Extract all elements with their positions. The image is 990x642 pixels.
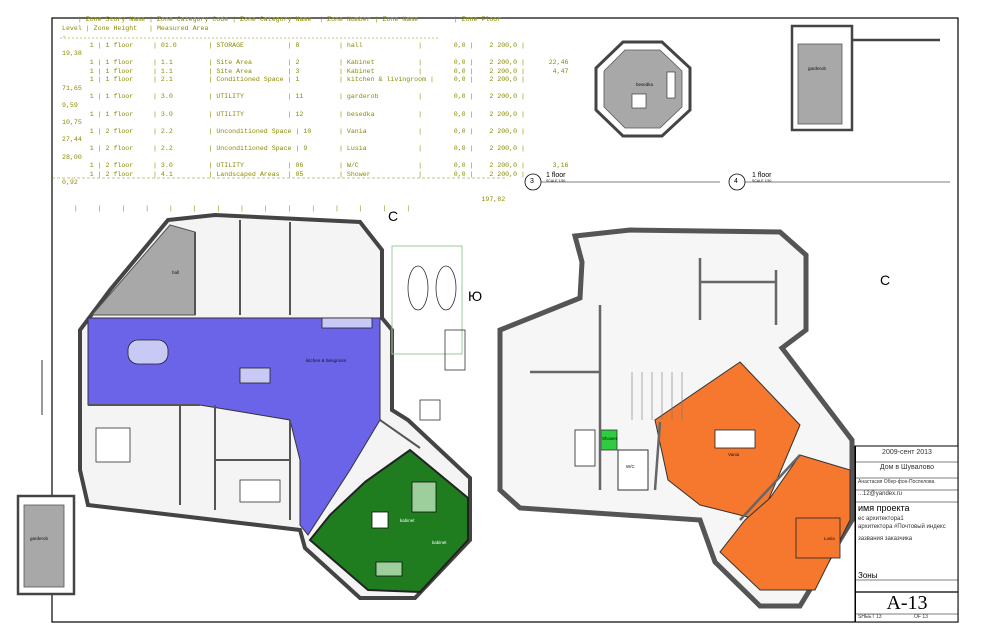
view-3-number: 3 bbox=[530, 178, 534, 185]
tb-addr1: ес архитектора1 bbox=[858, 516, 904, 522]
view-4-number: 4 bbox=[734, 178, 738, 185]
schedule-line: 197,82 bbox=[62, 196, 506, 204]
desk bbox=[411, 481, 437, 513]
schedule-line: 27,44 bbox=[62, 136, 82, 144]
sofa bbox=[239, 367, 271, 384]
sheet-border bbox=[51, 17, 959, 623]
schedule-line: - bbox=[62, 33, 66, 41]
bed-vania bbox=[714, 429, 756, 449]
view-3-scale: SCALE 1:50 bbox=[546, 179, 566, 183]
schedule-line: Level | Zone Height | Measured Area bbox=[62, 24, 209, 32]
tb-author: Анастасия Обер-фон-Поспелова bbox=[858, 479, 935, 485]
view-marker-4 bbox=[728, 173, 950, 191]
tb-sheet-code: A-13 bbox=[886, 592, 928, 614]
room-label-kitchen: kitchen & livingroom bbox=[306, 358, 347, 363]
outdoor-furniture bbox=[419, 399, 441, 421]
schedule-line: 1 | 1 floor | 3.0 | UTILITY | 12 | besed… bbox=[62, 110, 525, 118]
dining-table bbox=[127, 339, 169, 365]
tb-project: Дом в Шувалово bbox=[879, 464, 935, 471]
view-4-scale: SCALE 1:50 bbox=[752, 179, 772, 183]
zone-wc bbox=[617, 449, 649, 491]
sofa-kabinet bbox=[375, 561, 403, 577]
tb-sheet-title: Зоны bbox=[858, 571, 878, 580]
terrace-table bbox=[435, 265, 457, 311]
bed-lusia bbox=[795, 517, 841, 559]
compass-east: Ю bbox=[468, 288, 483, 304]
plan-besedka bbox=[594, 40, 692, 138]
tb-sheet-of: OF 13 bbox=[914, 614, 928, 620]
view-4-title-text: 1 floor bbox=[752, 172, 772, 179]
room-label-lusia: Lusia bbox=[824, 536, 835, 541]
schedule-line: 1 | 1 floor | 3.0 | UTILITY | 11 | garde… bbox=[62, 93, 525, 101]
interior-walls bbox=[88, 220, 421, 520]
bed bbox=[95, 427, 131, 463]
room-label-garderob-2: garderob bbox=[30, 536, 49, 541]
view-3-title-text: 1 floor bbox=[546, 172, 566, 179]
schedule-line bbox=[62, 188, 442, 197]
schedule-line: 1 | 2 floor | 2.2 | Unconditioned Space … bbox=[62, 127, 525, 135]
schedule-line: 1 | 2 floor | 3.0 | UTILITY | 06 | W/C |… bbox=[62, 162, 569, 170]
schedule-line: 1 | 1 floor | 01.0 | STORAGE | 8 | hall … bbox=[62, 41, 525, 49]
staircase bbox=[631, 372, 683, 420]
interior-walls-2 bbox=[530, 258, 801, 521]
view-marker-3 bbox=[524, 173, 720, 191]
schedule-line: 1 | 1 floor | 1.1 | Site Area | 3 | Kabi… bbox=[62, 67, 569, 75]
schedule-line: 71,65 bbox=[62, 84, 82, 92]
schedule-line: 28,00 bbox=[62, 153, 82, 161]
room-label-kabinet: kabinet bbox=[400, 518, 415, 523]
schedule-line: 19,38 bbox=[62, 50, 82, 58]
tb-addr2: архитектора #Почтовый индекс bbox=[858, 524, 946, 530]
room-label-besedka: besedka bbox=[636, 82, 654, 87]
terrace-table bbox=[407, 265, 429, 311]
room-label-garderob: garderob bbox=[808, 66, 827, 71]
chair bbox=[371, 511, 389, 529]
room-label-hall: hall bbox=[172, 270, 180, 275]
tb-name-label: имя проекта bbox=[858, 503, 910, 513]
plan-floor-1 bbox=[41, 212, 472, 600]
kitchen-counter bbox=[321, 317, 373, 329]
room-label-shower: Shower bbox=[602, 436, 618, 441]
compass-north-left: С bbox=[388, 208, 399, 224]
title-block-frame bbox=[854, 445, 959, 623]
schedule-line: 1 | 2 floor | 4.1 | Landscaped Areas | 0… bbox=[62, 170, 525, 178]
schedule-line: 1 | 1 floor | 1.1 | Site Area | 2 | Kabi… bbox=[62, 58, 569, 66]
room-label-vania: Vania bbox=[728, 452, 740, 457]
tb-email: ...12@yandex.ru bbox=[858, 491, 903, 497]
room-label-wc: W/C bbox=[626, 464, 635, 469]
schedule-line: 1 | 1 floor | 2.1 | Conditioned Space | … bbox=[62, 76, 525, 84]
plan-garderob-left bbox=[16, 494, 76, 596]
room-label-kabinet-2: kabinet bbox=[432, 540, 447, 545]
terrace-bench bbox=[444, 329, 466, 371]
zone-schedule: | Zone Story Name | Zone Category Code |… bbox=[62, 16, 569, 214]
tub bbox=[574, 429, 596, 467]
schedule-line: | Zone Story Name | Zone Category Code |… bbox=[62, 16, 502, 23]
schedule-line: | | | | | | | | | | | | | | | bbox=[62, 205, 411, 213]
tb-client: зазвания заказчика bbox=[858, 536, 913, 542]
bathtub bbox=[239, 479, 281, 503]
compass-north-right: С bbox=[880, 272, 891, 288]
title-block: 2009-сент 2013 Дом в Шувалово Анастасия … bbox=[855, 446, 958, 622]
terrace bbox=[391, 245, 463, 355]
tb-date: 2009-сент 2013 bbox=[882, 449, 932, 456]
plan-garderob-top bbox=[790, 24, 940, 132]
zone-hall bbox=[90, 224, 196, 316]
schedule-line: 10,75 bbox=[62, 119, 82, 127]
plan-floor-2 bbox=[497, 227, 855, 609]
schedule-line: 0,92 bbox=[62, 179, 78, 187]
schedule-line: 9,59 bbox=[62, 101, 78, 109]
schedule-line: 1 | 2 floor | 2.2 | Unconditioned Space … bbox=[62, 144, 525, 152]
tb-sheet-no: SHEET 13 bbox=[858, 614, 882, 620]
